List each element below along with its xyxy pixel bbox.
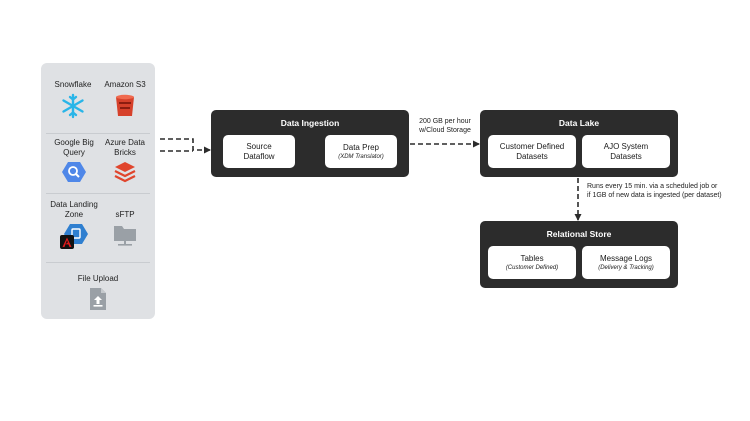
message-logs-box: Message Logs (Delivery & Tracking) [582, 246, 670, 279]
source-file-upload: File Upload [68, 274, 128, 311]
divider [46, 262, 150, 263]
source-label: sFTP [115, 210, 135, 219]
relational-store-title: Relational Store [546, 229, 612, 239]
amazon-s3-icon [116, 94, 134, 116]
customer-datasets-label: Customer Defined Datasets [499, 141, 565, 161]
customer-datasets-box: Customer Defined Datasets [488, 135, 576, 168]
divider [46, 133, 150, 134]
sources-to-ingestion-arrow-top [160, 138, 211, 154]
data-ingestion-panel: Data Ingestion Source Dataflow Data Prep… [211, 110, 409, 177]
source-sftp: sFTP [100, 210, 150, 247]
ingest-to-lake-label: 200 GB per hour w/Cloud Storage [419, 118, 471, 134]
sources-panel [41, 63, 155, 319]
divider [46, 193, 150, 194]
snowflake-icon [62, 93, 84, 119]
message-logs-sublabel: (Delivery & Tracking) [598, 264, 654, 271]
lake-to-store-label: Runs every 15 min. via a scheduled job o… [587, 183, 722, 199]
tables-label: Tables [520, 253, 544, 263]
data-lake-title: Data Lake [558, 118, 600, 128]
tables-sublabel: (Customer Defined) [505, 264, 559, 271]
tables-box: Tables (Customer Defined) [488, 246, 576, 279]
source-google-bigquery: Google Big Query [46, 138, 102, 183]
source-dataflow-label: Source Dataflow [243, 141, 275, 161]
source-snowflake: Snowflake [48, 80, 98, 119]
ajo-datasets-label: AJO System Datasets [603, 141, 649, 161]
data-prep-box: Data Prep (XDM Translator) [325, 135, 397, 168]
data-ingestion-title: Data Ingestion [280, 118, 340, 128]
data-landing-zone-icon [60, 224, 88, 249]
sftp-folder-icon [114, 226, 136, 246]
file-upload-icon [90, 288, 106, 310]
ajo-datasets-box: AJO System Datasets [582, 135, 670, 168]
bigquery-icon [62, 162, 86, 182]
source-label: Amazon S3 [104, 80, 146, 89]
source-dataflow-box: Source Dataflow [223, 135, 295, 168]
source-label: Google Big Query [54, 138, 94, 157]
message-logs-label: Message Logs [599, 253, 653, 263]
data-prep-sublabel: (XDM Translator) [338, 153, 384, 160]
source-label: Azure Data Bricks [104, 138, 146, 157]
source-label: Snowflake [54, 80, 92, 89]
data-prep-label: Data Prep [342, 142, 380, 152]
source-azure-databricks: Azure Data Bricks [100, 138, 150, 183]
source-data-landing-zone: Data Landing Zone [46, 200, 102, 251]
data-lake-panel: Data Lake Customer Defined Datasets AJO … [480, 110, 678, 177]
relational-store-panel: Relational Store Tables (Customer Define… [480, 221, 678, 288]
source-label: Data Landing Zone [50, 200, 98, 219]
source-amazon-s3: Amazon S3 [100, 80, 150, 119]
databricks-icon [114, 162, 136, 183]
source-label: File Upload [77, 274, 119, 283]
